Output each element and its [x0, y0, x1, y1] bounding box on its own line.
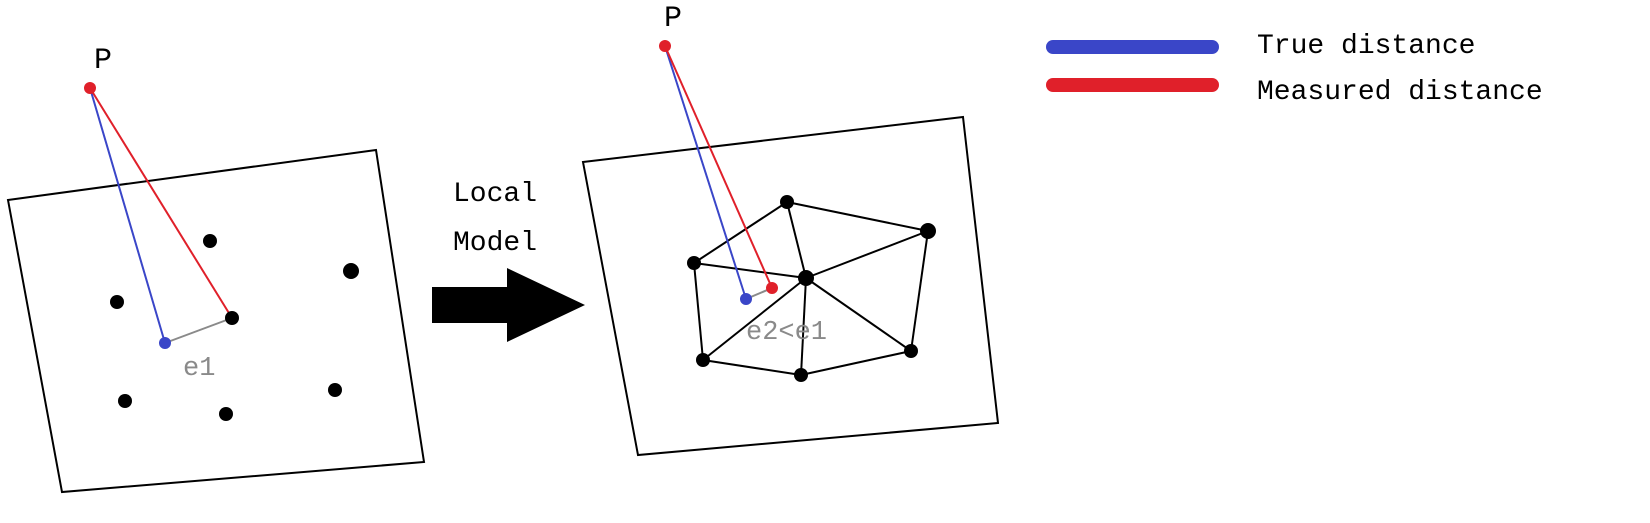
mesh-vertex [696, 353, 710, 367]
mesh-edge [910, 230, 929, 352]
left-sample-point [118, 394, 132, 408]
mesh-edge [693, 201, 788, 264]
right-point-p [659, 40, 671, 52]
legend-measured-distance-label: Measured distance [1257, 77, 1543, 108]
left-sample-point [203, 234, 217, 248]
legend: True distance Measured distance [1046, 31, 1543, 108]
right-arrow-icon [432, 268, 585, 342]
left-sample-point [225, 311, 239, 325]
mesh-vertex [780, 195, 794, 209]
legend-true-distance-label: True distance [1257, 31, 1475, 62]
right-point-label: P [664, 2, 682, 36]
mesh-edge [786, 201, 929, 232]
mesh-vertex [794, 368, 808, 382]
mesh-edge [693, 262, 704, 361]
mesh-vertex [904, 344, 918, 358]
mesh-edge [693, 262, 807, 279]
left-true-distance-line [89, 87, 166, 344]
left-sample-point [219, 407, 233, 421]
right-measured-point [766, 282, 778, 294]
mesh-edge [702, 277, 807, 361]
mesh-edge [805, 277, 912, 352]
arrow-label-line1: Local [453, 179, 537, 210]
right-error-label: e2<e1 [746, 318, 827, 348]
mesh-edge [805, 230, 929, 279]
right-measured-distance-line [664, 45, 773, 289]
mesh-vertex [687, 256, 701, 270]
right-surface-frame [581, 115, 1000, 457]
left-point-label: P [94, 44, 112, 78]
left-point-p [84, 82, 96, 94]
left-sample-point [343, 263, 359, 279]
mesh-vertex [798, 270, 814, 286]
right-panel: P e2<e1 [581, 2, 1000, 457]
left-foot-point [159, 337, 171, 349]
right-foot-point [740, 293, 752, 305]
mesh-edge [800, 350, 912, 376]
right-true-distance-line [664, 45, 747, 300]
left-panel: P e1 [6, 44, 426, 494]
mesh-edge [702, 359, 802, 376]
left-error-segment [164, 317, 233, 344]
transform-arrow: Local Model [432, 179, 585, 342]
left-surface-frame [6, 148, 426, 494]
mesh-edge [800, 277, 807, 376]
triangle-mesh [693, 201, 929, 376]
mesh-edge [786, 201, 807, 279]
left-measured-distance-line [89, 87, 233, 319]
arrow-label-line2: Model [453, 228, 537, 259]
left-sample-point [328, 383, 342, 397]
left-sample-point [110, 295, 124, 309]
left-error-label: e1 [183, 354, 215, 384]
mesh-vertex [920, 223, 936, 239]
